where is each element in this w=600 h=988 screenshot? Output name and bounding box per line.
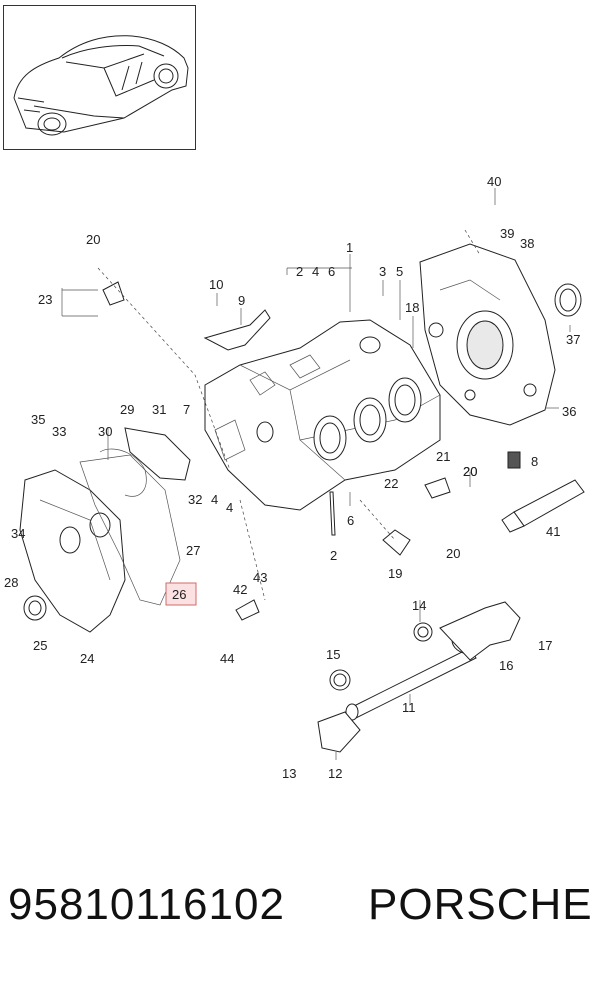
callout-40: 40: [487, 174, 501, 189]
callout-39: 39: [500, 226, 514, 241]
sensor-21: [424, 477, 451, 499]
gasket-30: [99, 448, 147, 497]
callout-36: 36: [562, 404, 576, 419]
callout-10: 10: [209, 277, 223, 292]
callout-20: 20: [446, 546, 460, 561]
sensor-42: [235, 599, 260, 621]
callout-29: 29: [120, 402, 134, 417]
footer: 95810116102 PORSCHE: [0, 880, 600, 950]
callout-6: 6: [328, 264, 335, 279]
callout-11: 11: [402, 700, 416, 715]
callout-1: 1: [346, 240, 353, 255]
bolt-2: [329, 491, 336, 536]
callout-37: 37: [566, 332, 580, 347]
callout-20: 20: [463, 464, 477, 479]
callout-19: 19: [388, 566, 402, 581]
callout-35: 35: [31, 412, 45, 427]
bracket-16: [439, 601, 521, 661]
brand-name: PORSCHE: [368, 880, 593, 929]
callout-3: 3: [379, 264, 386, 279]
gasket-26: [79, 454, 181, 606]
callout-43: 43: [253, 570, 267, 585]
callout-2: 2: [330, 548, 337, 563]
bearing-14: [413, 622, 433, 642]
callout-31: 31: [152, 402, 166, 417]
highlight-callout-box: [165, 582, 197, 606]
callout-34: 34: [11, 526, 25, 541]
callout-5: 5: [396, 264, 403, 279]
callout-8: 8: [531, 454, 538, 469]
callout-4: 4: [226, 500, 233, 515]
callout-23: 23: [38, 292, 52, 307]
callout-4: 4: [312, 264, 319, 279]
callout-20: 20: [463, 464, 477, 479]
callout-41: 41: [546, 524, 560, 539]
callout-4: 4: [211, 492, 218, 507]
callout-6: 6: [347, 513, 354, 528]
callout-15: 15: [326, 647, 340, 662]
assembly-line-4: [359, 499, 396, 541]
callout-17: 17: [538, 638, 552, 653]
callout-21: 21: [436, 449, 450, 464]
engine-block: [204, 319, 441, 511]
sealant-tube: [501, 479, 585, 533]
callout-22: 22: [384, 476, 398, 491]
callout-38: 38: [520, 236, 534, 251]
exploded-view: .ln { fill:none; stroke:#222; stroke-wid…: [4, 174, 585, 781]
tensioner-23: [102, 281, 125, 306]
part-number: 95810116102: [8, 880, 285, 929]
callout-12: 12: [328, 766, 342, 781]
callout-28: 28: [4, 575, 18, 590]
car-illustration: [13, 35, 189, 136]
callout-7: 7: [183, 402, 190, 417]
callout-27: 27: [186, 543, 200, 558]
seal-37: [554, 283, 582, 317]
callout-16: 16: [499, 658, 513, 673]
callout-9: 9: [238, 293, 245, 308]
bearing-15: [329, 669, 351, 691]
callout-14: 14: [412, 598, 426, 613]
callout-32: 32: [188, 492, 202, 507]
callout-18: 18: [405, 300, 419, 315]
seal-25: [23, 595, 47, 621]
callout-labels: 1 2 4 6 3 5 18 40 39 38 37 36 8 20 23 20…: [4, 174, 580, 781]
callout-30: 30: [98, 424, 112, 439]
leader-lines: [61, 188, 571, 760]
callout-2: 2: [296, 264, 303, 279]
assembly-line-1: [97, 267, 231, 471]
bracket-12: [317, 711, 361, 753]
tensioner-cover: [124, 427, 191, 481]
sensor-19: [382, 529, 411, 556]
vehicle-thumbnail: [3, 5, 196, 150]
callout-25: 25: [33, 638, 47, 653]
bell-housing: [419, 243, 556, 426]
sensor-8: [507, 451, 521, 469]
callout-44: 44: [220, 651, 234, 666]
callout-42: 42: [233, 582, 247, 597]
timing-cover: [19, 469, 126, 633]
bracket-9: [203, 309, 271, 351]
callout-26: 26: [172, 587, 186, 602]
callout-24: 24: [80, 651, 94, 666]
callout-13: 13: [282, 766, 296, 781]
callout-33: 33: [52, 424, 66, 439]
assembly-line-2: [239, 499, 266, 601]
callout-20: 20: [86, 232, 100, 247]
assembly-line-3: [464, 229, 481, 256]
